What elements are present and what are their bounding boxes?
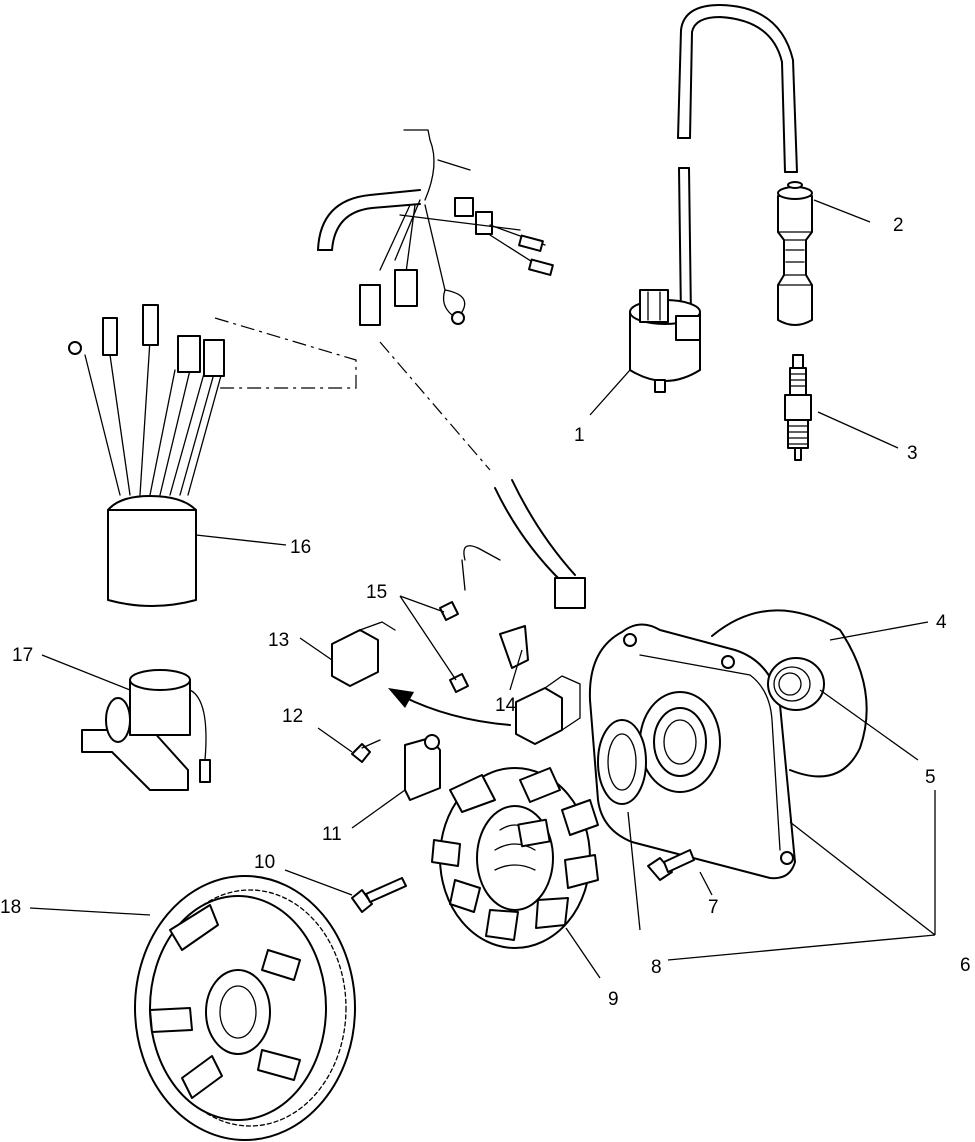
- connector-line-harness-stator: [379, 341, 491, 471]
- part-wiring-harness: [317, 129, 554, 326]
- connector-line-cdi-harness: [214, 317, 357, 389]
- callout-10: 10: [254, 852, 275, 873]
- part-stator-housing: [588, 623, 796, 880]
- part-spark-plug: [784, 354, 812, 461]
- part-housing-bolt: [647, 849, 695, 881]
- direction-arrow: [388, 688, 511, 726]
- part-o-ring: [711, 609, 868, 778]
- callout-2: 2: [893, 215, 904, 236]
- part-bearing: [767, 657, 825, 711]
- callouts: 1 2 3 4 5 6 7 8 9 10 11 12 13 14 15 16 1…: [0, 215, 971, 1010]
- callout-5: 5: [925, 767, 936, 788]
- part-cdi-box: [68, 304, 225, 607]
- callout-6: 6: [960, 955, 971, 976]
- callout-15: 15: [366, 582, 387, 603]
- part-starter-relay: [81, 669, 211, 791]
- callout-4: 4: [936, 612, 947, 633]
- part-ignition-coil: [629, 167, 701, 393]
- part-spark-plug-cap: [677, 4, 813, 326]
- callout-1: 1: [574, 425, 585, 446]
- callout-12: 12: [282, 706, 303, 727]
- callout-9: 9: [608, 989, 619, 1010]
- callout-3: 3: [907, 443, 918, 464]
- callout-7: 7: [708, 897, 719, 918]
- callout-11: 11: [322, 824, 342, 845]
- part-stator: [431, 767, 599, 949]
- callout-18: 18: [0, 897, 21, 918]
- part-oil-seal: [597, 719, 647, 805]
- callout-16: 16: [290, 537, 311, 558]
- part-flywheel: [134, 875, 356, 1141]
- part-pickup-assembly: [331, 479, 586, 801]
- callout-17: 17: [12, 645, 33, 666]
- callout-13: 13: [268, 630, 289, 651]
- leader-lines: [29, 199, 936, 979]
- callout-8: 8: [651, 957, 662, 978]
- part-stator-screw: [351, 877, 407, 913]
- callout-14: 14: [495, 695, 517, 716]
